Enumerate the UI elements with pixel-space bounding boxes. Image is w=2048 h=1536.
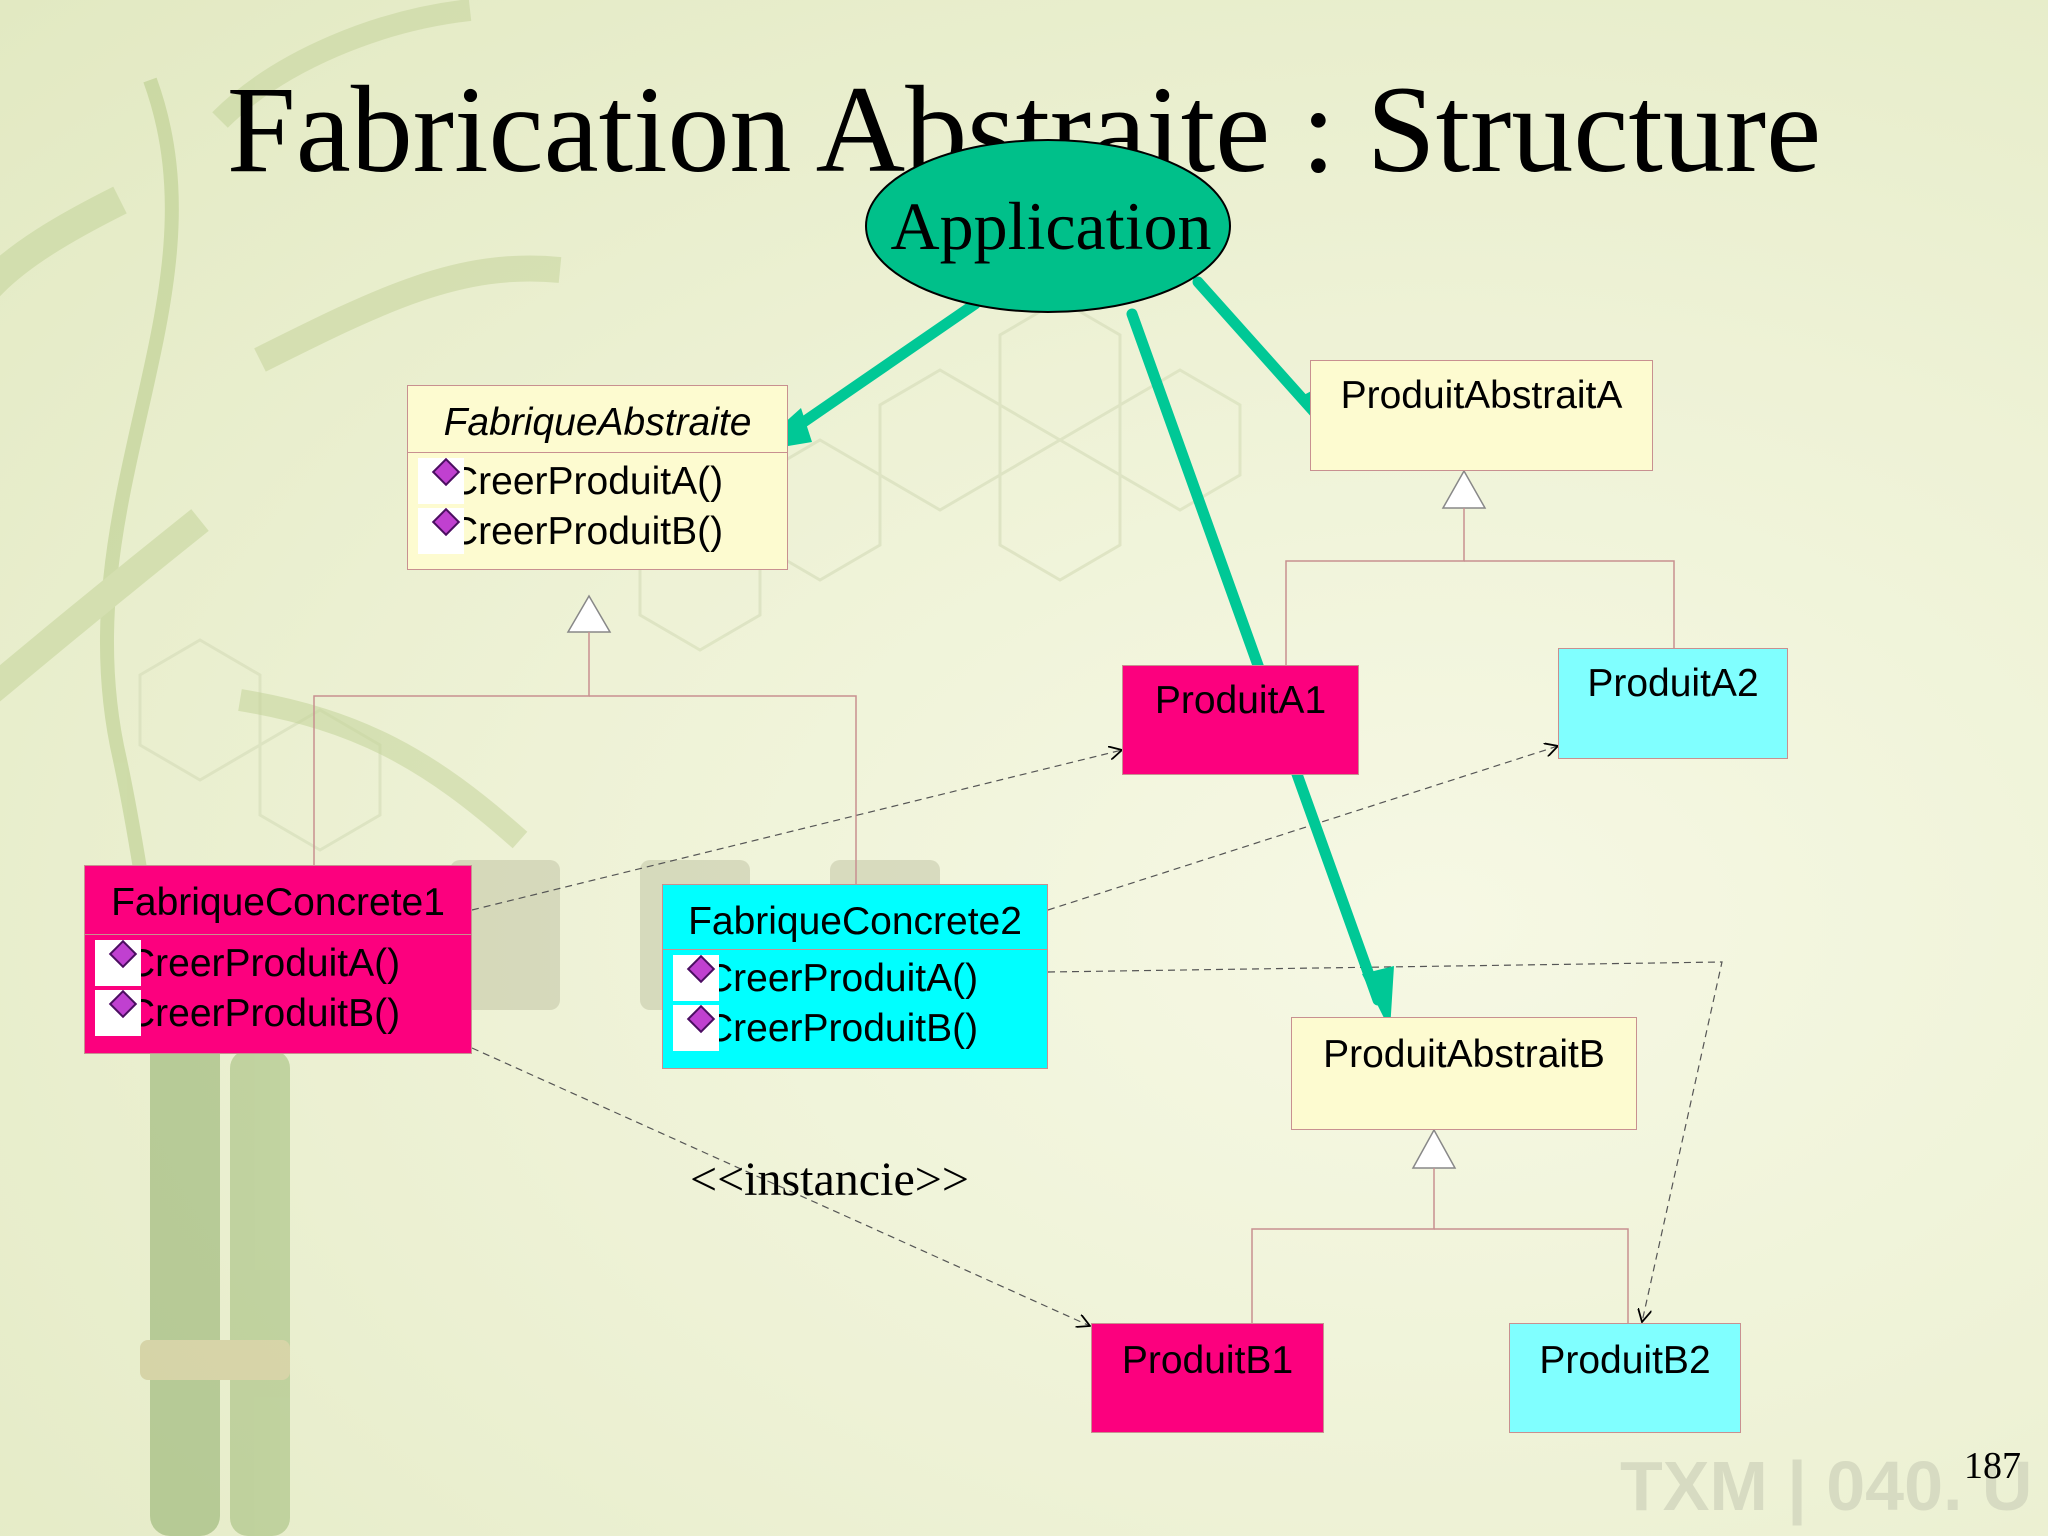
class-fabrique-abstraite[interactable]: FabriqueAbstraite CreerProduitA() CreerP… [407,385,788,570]
inheritance-triangle-produit-a [1441,469,1487,509]
operation-label: CreerProduitA() [705,957,979,1000]
operation-label: CreerProduitB() [705,1007,979,1050]
class-name: ProduitB1 [1121,1339,1294,1382]
operation-icon [108,989,138,1019]
operation-row[interactable]: CreerProduitA() [418,457,724,506]
class-produit-b1[interactable]: ProduitB1 [1091,1323,1324,1433]
dependency-fc1-to-b1 [471,1047,1090,1326]
class-name: FabriqueConcrete2 [688,900,1022,943]
operation-icon-slot [673,954,719,1001]
inheritance-triangle-fabrique [566,594,612,633]
class-produit-abstrait-a[interactable]: ProduitAbstraitA [1310,360,1653,471]
class-produit-a1[interactable]: ProduitA1 [1122,665,1359,775]
operation-icon-slot [673,1004,719,1051]
class-name: FabriqueConcrete1 [111,881,445,924]
inheritance-fabrique [313,659,857,884]
operation-icon [686,1004,716,1034]
operation-icon-slot [418,457,464,504]
operation-label: CreerProduitB() [450,510,724,553]
class-produit-b2[interactable]: ProduitB2 [1509,1323,1741,1433]
class-name: ProduitAbstraitB [1323,1033,1605,1076]
inheritance-produit-b [1251,1190,1629,1324]
operation-row[interactable]: CreerProduitB() [95,989,401,1038]
class-name: FabriqueAbstraite [443,401,752,444]
operation-row[interactable]: CreerProduitB() [418,507,724,556]
inheritance-triangle-produit-b [1411,1128,1457,1169]
page-number: 187 [1964,1445,2021,1487]
application-arrow-to-fabrique [786,298,981,436]
class-produit-a2[interactable]: ProduitA2 [1558,648,1788,759]
operation-row[interactable]: CreerProduitA() [95,939,401,988]
application-arrow-to-produit-b [1126,308,1384,1006]
compartment-separator [408,452,787,453]
dependency-fc2-to-a2 [1047,746,1558,911]
operation-label: CreerProduitB() [127,992,401,1035]
application-ellipse[interactable] [865,139,1231,313]
operation-icon-slot [95,989,141,1036]
class-fabrique-concrete2[interactable]: FabriqueConcrete2 CreerProduitA() CreerP… [662,884,1048,1069]
operation-icon-slot [95,939,141,986]
application-label: Application [890,188,1212,264]
dependency-fc1-to-a1 [471,750,1122,911]
inheritance-produit-a [1285,529,1675,666]
class-name: ProduitA2 [1587,662,1759,705]
compartment-separator [663,949,1047,950]
class-produit-abstrait-b[interactable]: ProduitAbstraitB [1291,1017,1637,1130]
application-arrow-to-produit-a [1192,276,1322,420]
operation-icon-slot [418,507,464,554]
dependency-arrows [471,746,1723,1326]
operation-icon [431,457,461,487]
class-fabrique-concrete1[interactable]: FabriqueConcrete1 CreerProduitA() CreerP… [84,865,472,1054]
operation-icon [686,954,716,984]
operation-icon [108,939,138,969]
class-name: ProduitA1 [1154,679,1327,722]
operation-label: CreerProduitA() [450,460,724,503]
dependency-fc2-to-b2 [1047,961,1723,1322]
operation-row[interactable]: CreerProduitB() [673,1004,979,1053]
stereotype-label: <<instancie>> [690,1153,969,1206]
operation-label: CreerProduitA() [127,942,401,985]
class-name: ProduitB2 [1539,1339,1711,1382]
application-arrows [786,276,1384,1006]
operation-icon [431,507,461,537]
operation-row[interactable]: CreerProduitA() [673,954,979,1003]
arrowhead-produit-b [1362,966,1394,1030]
class-name: ProduitAbstraitA [1340,374,1623,417]
compartment-separator [85,934,471,935]
